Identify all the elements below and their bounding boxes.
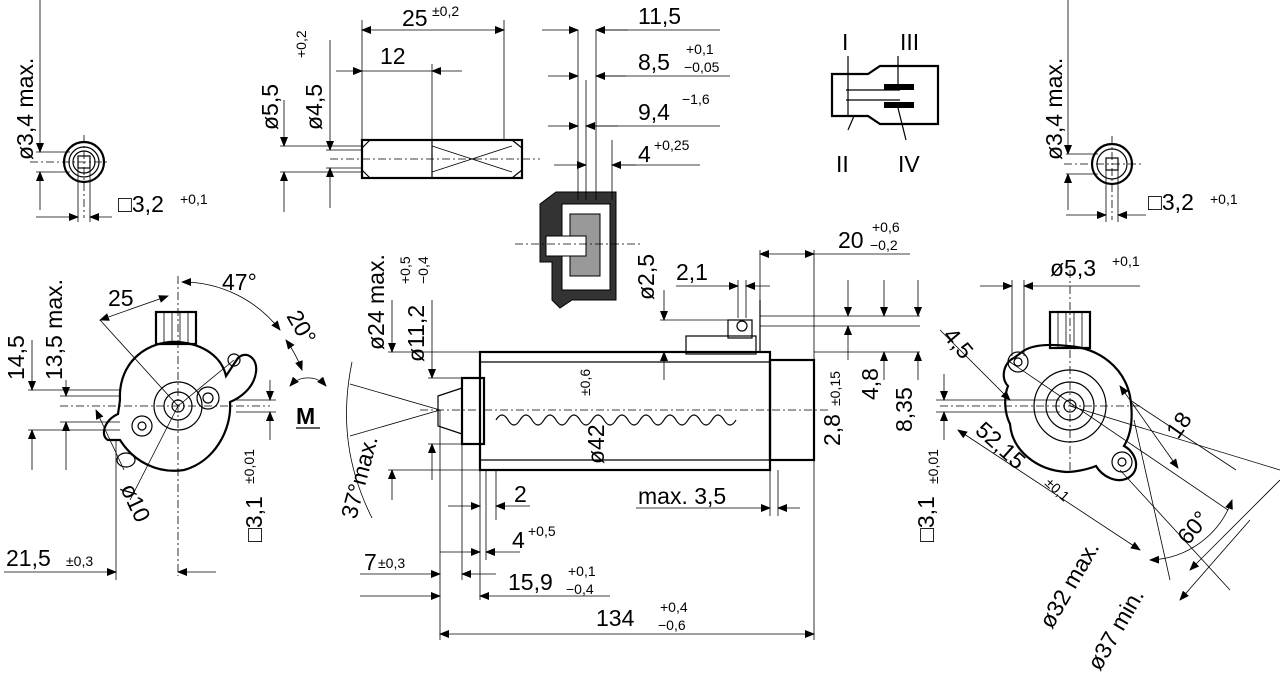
pin-III-label: III (900, 29, 919, 55)
dim-8-35-label: 8,35 (891, 387, 917, 432)
dim-2-1-label: 2,1 (676, 259, 708, 285)
dim-4-label: 4 (512, 527, 525, 553)
angle-47-label: 47° (222, 269, 257, 295)
square-right-tol: +0,1 (1210, 191, 1238, 207)
square-left-label: □3,2 (118, 191, 164, 217)
dim-13-5-label: 13,5 max. (41, 279, 67, 380)
len-9-4-tol: −1,6 (682, 91, 710, 107)
dim-7-label: 7 (364, 549, 377, 575)
len-11-5-label: 11,5 (638, 3, 681, 29)
shaft-end-view-right: ø3,4 max. □3,2 +0,1 (1041, 0, 1238, 222)
dim-134-tol-low: −0,6 (658, 617, 686, 633)
dia-11-2-tol-low: −0,4 (415, 256, 431, 284)
dim-2-8-label: 2,8 (819, 414, 845, 446)
dim-52-15-tol: ±0,1 (1042, 474, 1073, 504)
square-right-label: □3,2 (1148, 189, 1194, 215)
sq-3-1-right-tol: ±0,01 (925, 449, 941, 484)
dim-15-9-tol-up: +0,1 (568, 563, 596, 579)
motor-front-view: 14,5 13,5 max. 25 47° 20° 21,5 ±0,3 ø10 … (3, 269, 322, 580)
len-12-label: 12 (380, 43, 406, 69)
pin-I-label: I (842, 29, 848, 55)
dim-4-8-label: 4,8 (857, 368, 883, 400)
connector-section-view: 11,5 8,5 +0,1 −0,05 9,4 −1,6 4 +0,25 (515, 3, 730, 309)
shaft-dia-right-label: ø3,4 max. (1041, 58, 1067, 160)
dia-5-5-label: ø5,5 (257, 84, 283, 130)
dia-5-3-tol: +0,1 (1112, 253, 1140, 269)
pin-II-label: II (836, 151, 849, 177)
dia-10-label: ø10 (115, 479, 155, 526)
pin-IV-label: IV (898, 151, 920, 177)
pin-layout-diagram: I II III IV (830, 29, 940, 177)
shaft-side-view: 25 ±0,2 12 ø5,5 ø4,5 +0,2 (257, 3, 540, 212)
dim-4-tol: +0,5 (528, 523, 556, 539)
dim-25-label: 25 (108, 285, 134, 311)
shaft-dia-left-label: ø3,4 max. (12, 58, 38, 160)
len-8-5-tol-up: +0,1 (686, 41, 714, 57)
dim-20-tol-up: +0,6 (872, 219, 900, 235)
dim-18-label: 18 (1161, 407, 1197, 443)
dia-2-5-label: ø2,5 (633, 254, 659, 300)
dia-11-2-label: ø11,2 (403, 305, 429, 362)
dim-15-9-label: 15,9 (508, 569, 553, 595)
dia-4-5-tol: +0,2 (293, 30, 309, 58)
square-left-tol: +0,1 (180, 191, 208, 207)
dia-24-label: ø24 max. (363, 254, 389, 350)
dim-20-label: 20 (838, 227, 864, 253)
dia-5-3-label: ø5,3 (1050, 255, 1096, 281)
motor-rear-view: ø5,3 +0,1 4,5 52,15 ±0,1 18 60° □3,1 ±0,… (913, 253, 1280, 675)
len-8-5-label: 8,5 (638, 49, 670, 75)
len-4-tol: +0,25 (654, 137, 690, 153)
len-25-label: 25 (402, 5, 428, 31)
dim-52-15-label: 52,15 (971, 416, 1031, 474)
angle-60-label: 60° (1172, 506, 1214, 549)
dia-42-tol: ±0,6 (577, 369, 593, 396)
dim-134-tol-up: +0,4 (660, 599, 688, 615)
dim-2-8-tol: ±0,15 (827, 371, 843, 406)
dim-21-5-tol: ±0,3 (66, 553, 93, 569)
dia-32-label: ø32 max. (1034, 536, 1104, 632)
sq-3-1-right-label: □3,1 (913, 496, 939, 542)
dim-134-label: 134 (596, 605, 635, 631)
dim-2-label: 2 (514, 481, 527, 507)
dim-15-9-tol-low: −0,4 (566, 581, 594, 597)
len-9-4-label: 9,4 (638, 99, 670, 125)
motor-symbol-label: M (296, 403, 315, 429)
sq-3-1-left-label: □3,1 (241, 496, 267, 542)
motor-direction-symbol: M 37°max. (289, 361, 383, 521)
dia-11-2-tol-up: +0,5 (397, 256, 413, 284)
dim-max-3-5-label: max. 3,5 (638, 483, 726, 509)
dim-7-tol: ±0,3 (378, 555, 405, 571)
dim-4-5-label: 4,5 (938, 323, 978, 364)
len-25-tol: ±0,2 (432, 3, 459, 19)
dim-21-5-label: 21,5 (6, 545, 51, 571)
sq-3-1-left-tol: ±0,01 (241, 449, 257, 484)
dia-4-5-label: ø4,5 (301, 84, 327, 130)
motor-side-view: ø24 max. ø11,2 +0,5 −0,4 ø2,5 2,1 20 +0,… (349, 219, 922, 640)
dia-42-label: ø42 (583, 424, 609, 464)
dim-20-tol-low: −0,2 (870, 237, 898, 253)
dia-37-label: ø37 min. (1082, 584, 1149, 674)
len-4-label: 4 (638, 141, 651, 167)
shaft-end-view-left: ø3,4 max. □3,2 +0,1 (12, 0, 208, 222)
len-8-5-tol-low: −0,05 (684, 59, 720, 75)
dim-14-5-label: 14,5 (3, 335, 29, 380)
angle-37-label: 37°max. (336, 433, 383, 521)
